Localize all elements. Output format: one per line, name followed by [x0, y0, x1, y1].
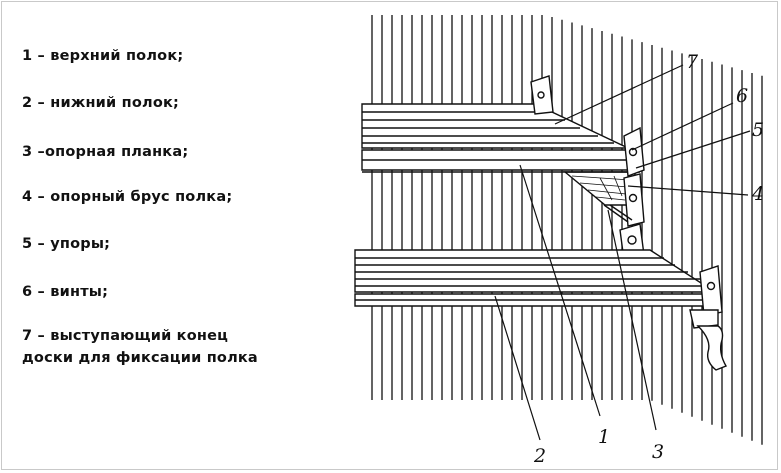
callout-labels: 7 6 5 4 1 2 3: [533, 51, 764, 467]
callout-1: 1: [598, 426, 610, 448]
callout-6: 6: [736, 85, 748, 107]
legend-item-6: 6 – винты;: [22, 284, 109, 300]
callout-2: 2: [533, 445, 546, 467]
legend-item-2: 2 – нижний полок;: [22, 95, 180, 111]
callout-4: 4: [751, 183, 764, 205]
callout-7: 7: [686, 51, 699, 73]
legend-item-3: 3 –опорная планка;: [22, 144, 189, 160]
callout-5: 5: [752, 119, 764, 141]
legend-item-7-line2: доски для фиксации полка: [22, 350, 258, 366]
legend-item-5: 5 – упоры;: [22, 236, 111, 252]
lower-bench: [354, 223, 728, 371]
leader-lines: [494, 64, 751, 441]
upper-bench: [361, 75, 645, 227]
legend-item-7-line1: 7 – выступающий конец: [22, 328, 229, 344]
legend-item-4: 4 – опорный брус полка;: [22, 189, 233, 205]
wall-boards: [371, 15, 763, 445]
callout-3: 3: [652, 441, 664, 463]
legend-item-1: 1 – верхний полок;: [22, 48, 184, 64]
